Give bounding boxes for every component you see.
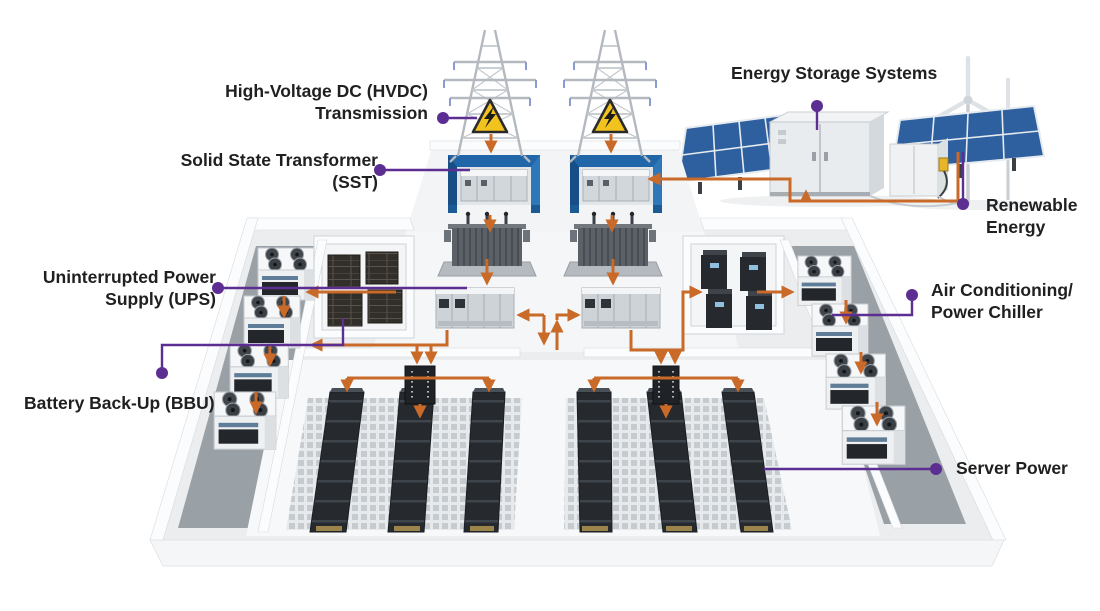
label-ac: Air Conditioning/ Power Chiller bbox=[931, 279, 1073, 323]
label-line: High-Voltage DC (HVDC) bbox=[225, 81, 428, 101]
label-ups: Uninterrupted Power Supply (UPS) bbox=[10, 266, 216, 310]
pdu-right bbox=[652, 365, 680, 405]
label-renewable: Renewable Energy bbox=[986, 194, 1077, 238]
outer-wall-top-left bbox=[246, 217, 415, 231]
left-corridor-inner-wall bbox=[257, 239, 328, 533]
battery-storage-cabinet bbox=[889, 138, 949, 199]
ac-unit-right-2 bbox=[811, 303, 869, 357]
flow-center-right bbox=[555, 308, 581, 322]
callout-leaders bbox=[156, 100, 969, 475]
flow-ups-to-ups-room bbox=[629, 285, 703, 352]
server-rack-row bbox=[576, 388, 613, 533]
flow-renewable-to-sst bbox=[647, 152, 960, 203]
label-line: Energy bbox=[986, 217, 1046, 237]
ac-unit-left-4 bbox=[213, 391, 277, 450]
label-line: Battery Back-Up (BBU) bbox=[24, 393, 215, 413]
label-line: Solid State Transformer bbox=[180, 150, 378, 170]
leader-hvdc bbox=[437, 112, 477, 124]
label-line: Uninterrupted Power bbox=[42, 267, 216, 287]
battery-racks bbox=[327, 251, 403, 327]
outer-wall-top-right bbox=[699, 217, 850, 231]
label-line: Power Chiller bbox=[931, 302, 1043, 322]
label-line: (SST) bbox=[332, 172, 378, 192]
outer-wall-right bbox=[840, 217, 1007, 541]
ups-bank-left bbox=[435, 287, 515, 329]
sst-enclosure-right bbox=[569, 154, 663, 214]
datacenter-building bbox=[149, 140, 1007, 567]
label-sst: Solid State Transformer (SST) bbox=[140, 149, 378, 193]
label-line: Air Conditioning/ bbox=[931, 280, 1073, 300]
platform-back-wall bbox=[429, 140, 681, 151]
label-bbu: Battery Back-Up (BBU) bbox=[24, 392, 215, 414]
ac-unit-left-2 bbox=[243, 295, 301, 349]
ac-unit-right-3 bbox=[825, 353, 887, 410]
label-hvdc: High-Voltage DC (HVDC) Transmission bbox=[160, 80, 428, 124]
label-server-power: Server Power bbox=[956, 457, 1068, 479]
leader-ess bbox=[811, 100, 823, 130]
front-wall bbox=[149, 539, 1005, 567]
label-line: Supply (UPS) bbox=[105, 289, 216, 309]
label-line: Transmission bbox=[315, 103, 428, 123]
leader-ups bbox=[212, 282, 467, 294]
pdu-left bbox=[404, 365, 436, 405]
power-flow-arrows bbox=[249, 134, 960, 427]
ac-unit-right-4 bbox=[841, 405, 906, 465]
leader-sst bbox=[374, 164, 470, 176]
ups-bank-right bbox=[581, 287, 661, 329]
ac-unit-left-1 bbox=[257, 247, 315, 301]
flow-ups-to-left-corridor bbox=[309, 330, 449, 352]
label-line: Energy Storage Systems bbox=[731, 63, 938, 83]
ac-unit-left-3 bbox=[229, 343, 289, 399]
leader-server-power bbox=[764, 463, 942, 475]
hall-wall-left bbox=[295, 347, 521, 358]
label-line: Renewable bbox=[986, 195, 1078, 215]
label-ess: Energy Storage Systems bbox=[731, 62, 937, 84]
leader-bbu bbox=[156, 318, 345, 379]
sst-enclosure-left bbox=[447, 154, 541, 214]
energy-storage-container bbox=[768, 111, 890, 197]
renewable-energy-cluster bbox=[676, 55, 1046, 210]
ac-unit-right-1 bbox=[797, 255, 852, 306]
leader-renewable bbox=[957, 152, 969, 210]
label-line: Server Power bbox=[956, 458, 1068, 478]
leader-ac bbox=[832, 289, 918, 317]
